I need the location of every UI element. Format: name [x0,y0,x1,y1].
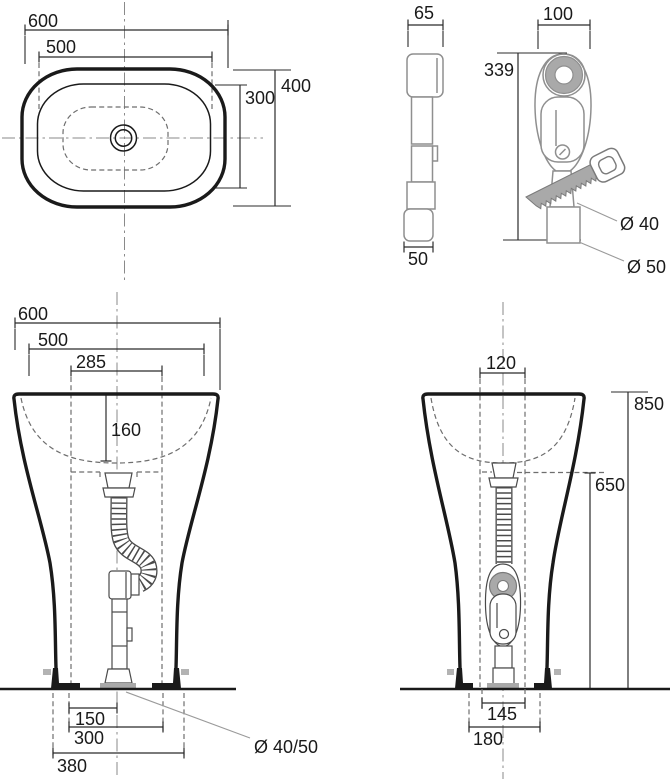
dim-label-600: 600 [18,304,48,324]
dim-label-d4050: Ø 40/50 [254,737,318,757]
basin-outer-rim [20,67,227,209]
dim-rim-width: 500 [28,330,205,376]
drain-inner-circle [114,129,133,147]
dim-fixing-spacing: 300 [68,721,164,748]
foot-right [534,668,552,689]
leader-line-waste [125,691,251,739]
saw-handle [589,147,626,183]
dim-width: 100 [537,4,591,49]
fitting-collar [406,181,436,210]
dim-drain-opening: 120 [479,353,526,687]
dim-label-339: 339 [484,60,514,80]
leader-line-pipe [576,202,618,222]
outlet-pipe [546,206,581,244]
elbow-fitting [108,570,132,600]
dim-label-600: 600 [28,11,58,31]
dim-label-65: 65 [414,3,434,23]
dim-overall-width: 600 [24,11,229,68]
fitting-base [403,208,434,242]
fixing-tab-left [447,669,454,675]
trap-tube [489,593,517,645]
dim-base-width: 50 [403,241,434,269]
dim-label-180: 180 [473,729,503,749]
foot-right [152,668,181,689]
drain-nut [102,487,136,498]
trap-inlet-hole [496,579,510,593]
leader-line-sleeve [578,241,625,262]
dim-top-width: 65 [407,3,444,47]
dim-label-d50: Ø 50 [627,257,666,277]
drain-tailpiece [104,472,133,489]
drain-nut [488,477,519,488]
drain-ring-outline [542,53,586,97]
fitting-body-lower [410,145,434,183]
dim-label-d40: Ø 40 [620,214,659,234]
dim-label-285: 285 [76,352,106,372]
saw-blade [525,161,602,210]
dim-label-300: 300 [74,728,104,748]
dim-base-inner-width: 145 [481,697,526,724]
fitting-body-upper [410,96,434,145]
standpipe [111,598,128,670]
pedestal-side-view: 120 850 [400,302,670,779]
dim-label-160: 160 [111,420,141,440]
dim-overall-height: 850 [611,391,664,688]
cleanout-screw-slot [558,148,567,156]
dim-base-width: 380 [52,747,185,776]
pedestal-front-view: 600 500 285 160 [0,292,318,779]
dim-cavity-width: 285 [70,352,163,687]
dim-label-100: 100 [543,4,573,24]
dim-rim-depth: 300 [215,84,275,189]
saw [525,147,626,210]
basin-inner-rim [36,83,212,192]
fixing-tab-left [43,669,51,675]
dim-label-300: 300 [245,88,275,108]
dim-base-depth: 180 [468,721,541,749]
dim-outlet-height: 650 [584,472,625,688]
trap-outlet-neck [494,645,513,669]
dim-label-500: 500 [38,330,68,350]
drain-outer-circle [109,124,138,152]
dim-label-50: 50 [408,249,428,269]
basin-top-view: 600 500 400 300 [2,2,311,282]
fixing-tab-right [181,669,189,675]
fixing-tab-right [554,669,561,675]
waste-plumbing [100,472,158,689]
pipe-base-flange [104,668,133,684]
dim-label-650: 650 [595,475,625,495]
foot-left [51,668,80,689]
foot-left [455,668,473,689]
dim-label-145: 145 [487,704,517,724]
flex-hose-body [111,496,157,591]
saw-handle-hole [597,155,617,175]
dim-overall-depth: 400 [233,69,311,207]
pipe-base-plate [487,683,519,689]
dim-label-850: 850 [634,394,664,414]
drain-ring-hole [554,65,574,85]
dim-label-150: 150 [75,709,105,729]
dim-overall-width: 600 [14,304,221,390]
dim-label-500: 500 [46,37,76,57]
dim-rim-width: 500 [38,37,213,112]
cleanout-screw [554,144,571,160]
dim-label-380: 380 [57,756,87,776]
waste-plumbing [484,462,522,689]
elbow-hose-nut [130,573,140,596]
drain-front-view: 100 339 Ø 40 Ø 50 [484,4,666,277]
dim-drain-offset: 150 [68,702,118,729]
drain-tailpiece [491,462,517,479]
pedestal-outline [12,392,220,685]
pipe-base-plate [100,683,136,689]
bowl-dashed-curve [20,397,212,464]
dim-label-120: 120 [486,353,516,373]
siphon-tube [540,96,585,163]
dim-bowl-depth: 160 [100,394,141,462]
drain-side-view: 65 50 [403,3,444,269]
pipe-clip [126,627,133,642]
trap-screw [498,628,510,640]
pedestal-outline [421,392,586,685]
dim-label-400: 400 [281,76,311,96]
basin-bottom-dashed [62,106,169,171]
